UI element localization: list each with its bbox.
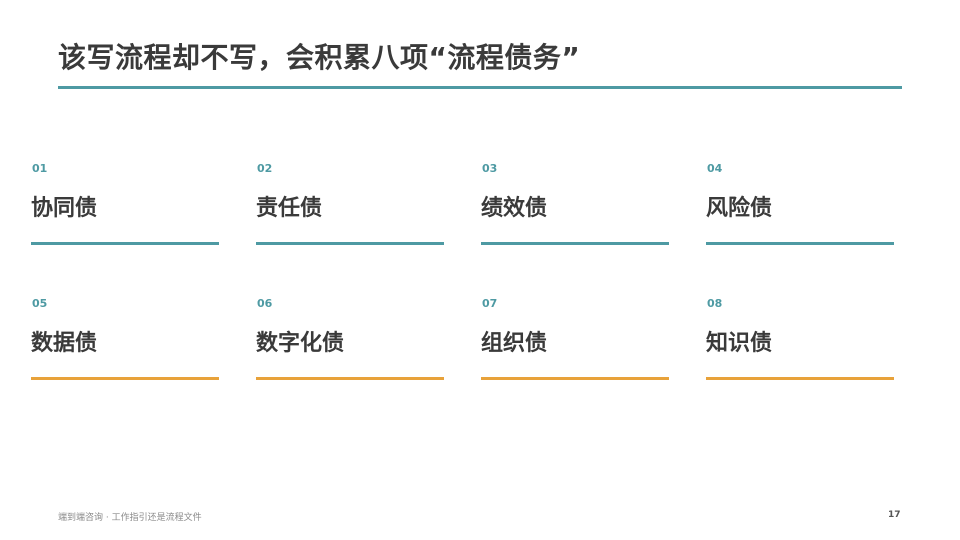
- card-divider: [481, 377, 669, 380]
- card-number: 03: [482, 162, 498, 175]
- slide-title: 该写流程却不写，会积累八项“流程债务”: [58, 41, 581, 74]
- debt-card-04: 04 风险债: [706, 162, 894, 250]
- card-divider: [256, 242, 444, 245]
- card-number: 02: [257, 162, 273, 175]
- card-title: 风险债: [706, 196, 773, 221]
- debt-card-01: 01 协同债: [31, 162, 219, 250]
- title-divider: [58, 86, 902, 89]
- card-title: 组织债: [481, 331, 548, 356]
- card-divider: [31, 377, 219, 380]
- page-number: 17: [888, 510, 901, 520]
- card-number: 08: [707, 297, 723, 310]
- debt-card-06: 06 数字化债: [256, 297, 444, 385]
- card-number: 07: [482, 297, 498, 310]
- card-title: 责任债: [256, 196, 323, 221]
- card-divider: [706, 377, 894, 380]
- card-title: 绩效债: [481, 196, 548, 221]
- card-number: 04: [707, 162, 723, 175]
- card-title: 协同债: [31, 196, 98, 221]
- footer-caption: 端到端咨询 · 工作指引还是流程文件: [58, 513, 202, 523]
- card-title: 知识债: [706, 331, 773, 356]
- debt-card-05: 05 数据债: [31, 297, 219, 385]
- card-title: 数据债: [31, 331, 98, 356]
- card-title: 数字化债: [256, 331, 345, 356]
- card-divider: [31, 242, 219, 245]
- debt-card-07: 07 组织债: [481, 297, 669, 385]
- card-divider: [256, 377, 444, 380]
- debt-card-08: 08 知识债: [706, 297, 894, 385]
- card-number: 06: [257, 297, 273, 310]
- card-divider: [481, 242, 669, 245]
- card-number: 05: [32, 297, 48, 310]
- debt-card-03: 03 绩效债: [481, 162, 669, 250]
- card-divider: [706, 242, 894, 245]
- card-number: 01: [32, 162, 48, 175]
- debt-card-02: 02 责任债: [256, 162, 444, 250]
